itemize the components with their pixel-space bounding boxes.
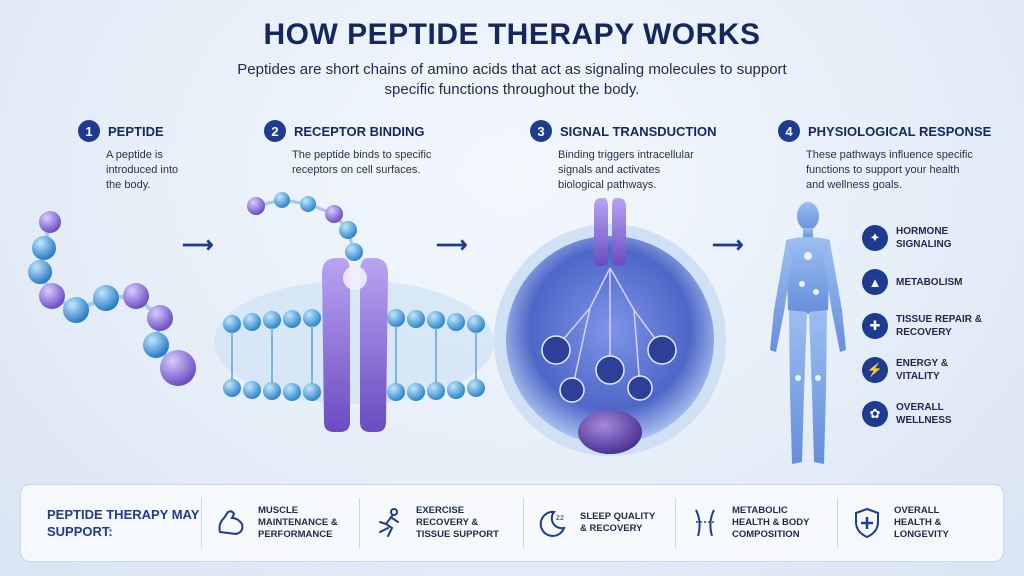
support-title: PEPTIDE THERAPY MAY SUPPORT: (47, 507, 200, 539)
cell-signaling-illustration (494, 198, 726, 456)
step-title: PEPTIDE (108, 123, 164, 139)
step-title: RECEPTOR BINDING (294, 123, 425, 139)
svg-text:zz: zz (556, 513, 564, 522)
step-title: SIGNAL TRANSDUCTION (560, 123, 717, 139)
bolt-icon: ⚡ (862, 357, 888, 383)
step-peptide: 1 PEPTIDE A peptide is introduced into t… (78, 120, 293, 193)
step-number: 2 (264, 120, 286, 142)
network-icon: ✦ (862, 225, 888, 251)
support-label: MUSCLE MAINTENANCE & PERFORMANCE (258, 505, 338, 540)
support-label: METABOLIC HEALTH & BODY COMPOSITION (732, 505, 810, 540)
support-item: zz SLEEP QUALITY & RECOVERY (523, 498, 675, 548)
step-receptor-binding: 2 RECEPTOR BINDING The peptide binds to … (264, 120, 479, 178)
response-label: HORMONE SIGNALING (896, 226, 952, 250)
step-signal-transduction: 3 SIGNAL TRANSDUCTION Binding triggers i… (530, 120, 745, 193)
step-description: The peptide binds to specific receptors … (292, 149, 432, 176)
step-description: These pathways influence specific functi… (806, 149, 973, 191)
lotus-icon: ✿ (862, 401, 888, 427)
peptide-chain-illustration (28, 211, 196, 386)
support-label: OVERALL HEALTH & LONGEVITY (894, 505, 949, 540)
bicep-icon (218, 510, 244, 536)
moon-icon: zz (539, 510, 566, 537)
shield-cross-icon (855, 507, 879, 539)
step-physiological-response: 4 PHYSIOLOGICAL RESPONSE These pathways … (778, 120, 1008, 193)
arrow-right-icon: ⟶ (182, 232, 214, 257)
step-number: 1 (78, 120, 100, 142)
arrow-right-icon: ⟶ (436, 232, 468, 257)
step-description: A peptide is introduced into the body. (106, 149, 179, 191)
support-item: EXERCISE RECOVERY & TISSUE SUPPORT (359, 498, 523, 548)
runner-icon (379, 508, 399, 537)
receptor-membrane-illustration (214, 192, 494, 432)
step-description: Binding triggers intracellular signals a… (558, 149, 694, 191)
flame-icon: ▲ (862, 269, 888, 295)
response-list: ✦ HORMONE SIGNALING ▲ METABOLISM ✚ TISSU… (862, 216, 1012, 436)
page-title: HOW PEPTIDE THERAPY WORKS (263, 18, 761, 51)
step-number: 3 (530, 120, 552, 142)
list-item: ✿ OVERALL WELLNESS (862, 392, 1012, 436)
response-label: OVERALL WELLNESS (896, 402, 952, 426)
support-item: MUSCLE MAINTENANCE & PERFORMANCE (201, 498, 359, 548)
support-bar: PEPTIDE THERAPY MAY SUPPORT: MUSCLE MAIN… (20, 484, 1004, 562)
support-item: METABOLIC HEALTH & BODY COMPOSITION (675, 498, 837, 548)
page-subtitle: Peptides are short chains of amino acids… (237, 61, 787, 98)
support-label: SLEEP QUALITY & RECOVERY (580, 511, 656, 534)
support-label: EXERCISE RECOVERY & TISSUE SUPPORT (416, 505, 499, 540)
human-body-illustration (770, 202, 846, 464)
list-item: ✦ HORMONE SIGNALING (862, 216, 1012, 260)
list-item: ✚ TISSUE REPAIR & RECOVERY (862, 304, 1012, 348)
response-label: TISSUE REPAIR & RECOVERY (896, 314, 982, 338)
arrow-right-icon: ⟶ (712, 232, 744, 257)
list-item: ⚡ ENERGY & VITALITY (862, 348, 1012, 392)
step-number: 4 (778, 120, 800, 142)
waist-icon (695, 509, 715, 537)
response-label: METABOLISM (896, 276, 963, 288)
support-item: OVERALL HEALTH & LONGEVITY (837, 498, 983, 548)
cross-icon: ✚ (862, 313, 888, 339)
response-label: ENERGY & VITALITY (896, 358, 949, 382)
list-item: ▲ METABOLISM (862, 260, 1012, 304)
step-title: PHYSIOLOGICAL RESPONSE (808, 123, 992, 139)
